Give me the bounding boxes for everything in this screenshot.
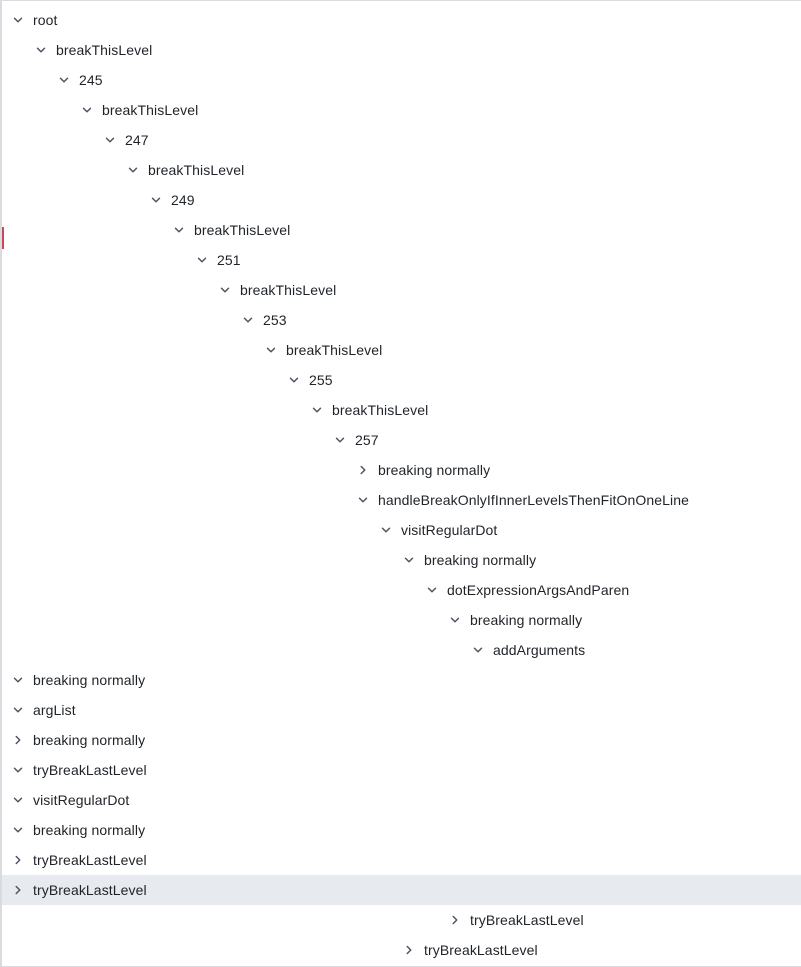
tree-row-label: breaking normally	[33, 732, 146, 748]
tree-row-label: breakThisLevel	[240, 282, 337, 298]
chevron-down-icon[interactable]	[355, 492, 371, 508]
tree-row[interactable]: 249	[2, 185, 801, 215]
tree-row-label: 247	[125, 132, 149, 148]
chevron-down-icon[interactable]	[102, 132, 118, 148]
chevron-down-icon[interactable]	[56, 72, 72, 88]
tree-row[interactable]: 257	[2, 425, 801, 455]
tree-row-label: breaking normally	[33, 672, 146, 688]
tree-row-label: breakThisLevel	[56, 42, 153, 58]
tree-row-label: breakThisLevel	[102, 102, 199, 118]
chevron-down-icon[interactable]	[240, 312, 256, 328]
tree-row[interactable]: breakThisLevel	[2, 335, 801, 365]
tree-row[interactable]: breakThisLevel	[2, 155, 801, 185]
tree-row-label: tryBreakLastLevel	[424, 942, 538, 958]
chevron-down-icon[interactable]	[217, 282, 233, 298]
tree-row-label: 253	[263, 312, 287, 328]
tree-row[interactable]: visitRegularDot	[2, 515, 801, 545]
chevron-down-icon[interactable]	[424, 582, 440, 598]
tree-row[interactable]: breakThisLevel	[2, 35, 801, 65]
tree-row-label: breaking normally	[424, 552, 537, 568]
tree-row-label: tryBreakLastLevel	[33, 852, 147, 868]
tree-row-label: 255	[309, 372, 333, 388]
tree-row[interactable]: 247	[2, 125, 801, 155]
tree-row[interactable]: 245	[2, 65, 801, 95]
tree-row[interactable]: tryBreakLastLevel	[2, 875, 801, 905]
tree-row-label: breaking normally	[470, 612, 583, 628]
chevron-down-icon[interactable]	[148, 192, 164, 208]
chevron-down-icon[interactable]	[10, 672, 26, 688]
chevron-down-icon[interactable]	[194, 252, 210, 268]
tree-row[interactable]: 251	[2, 245, 801, 275]
tree-row[interactable]: breakThisLevel	[2, 395, 801, 425]
chevron-down-icon[interactable]	[309, 402, 325, 418]
tree-row-label: 245	[79, 72, 103, 88]
tree-row-label: breakThisLevel	[286, 342, 383, 358]
tree-row-label: breakThisLevel	[332, 402, 429, 418]
chevron-right-icon[interactable]	[10, 852, 26, 868]
tree-row[interactable]: breakThisLevel	[2, 215, 801, 245]
tree-row-label: breakThisLevel	[194, 222, 291, 238]
chevron-down-icon[interactable]	[470, 642, 486, 658]
tree-row-label: argList	[33, 702, 76, 718]
tree-row[interactable]: 253	[2, 305, 801, 335]
tree-row[interactable]: breaking normally	[2, 605, 801, 635]
call-tree: root breakThisLevel 245 breakThisLevel 247 br…	[2, 5, 801, 965]
tree-row-label: breaking normally	[378, 462, 491, 478]
tree-row[interactable]: addArguments	[2, 635, 801, 665]
chevron-down-icon[interactable]	[401, 552, 417, 568]
chevron-down-icon[interactable]	[378, 522, 394, 538]
tree-row[interactable]: breaking normally	[2, 815, 801, 845]
tree-row[interactable]: breaking normally	[2, 455, 801, 485]
tree-row[interactable]: tryBreakLastLevel	[2, 935, 801, 965]
tree-row-label: visitRegularDot	[401, 522, 498, 538]
tree-row[interactable]: root	[2, 5, 801, 35]
tree-row-label: addArguments	[493, 642, 586, 658]
chevron-right-icon[interactable]	[447, 912, 463, 928]
tree-row[interactable]: tryBreakLastLevel	[2, 905, 801, 935]
chevron-down-icon[interactable]	[10, 702, 26, 718]
chevron-right-icon[interactable]	[355, 462, 371, 478]
tree-row-label: dotExpressionArgsAndParen	[447, 582, 630, 598]
tree-row-label: root	[33, 12, 58, 28]
tree-row-label: visitRegularDot	[33, 792, 130, 808]
chevron-down-icon[interactable]	[10, 822, 26, 838]
tree-row[interactable]: breaking normally	[2, 725, 801, 755]
edge-accent-mark	[2, 227, 4, 249]
tree-row-label: 249	[171, 192, 195, 208]
tree-row[interactable]: handleBreakOnlyIfInnerLevelsThenFitOnOne…	[2, 485, 801, 515]
tree-row[interactable]: breaking normally	[2, 545, 801, 575]
tree-row-label: 257	[355, 432, 379, 448]
chevron-down-icon[interactable]	[10, 12, 26, 28]
tree-row-label: tryBreakLastLevel	[33, 882, 147, 898]
chevron-down-icon[interactable]	[286, 372, 302, 388]
tree-row[interactable]: breakThisLevel	[2, 95, 801, 125]
tree-row[interactable]: tryBreakLastLevel	[2, 755, 801, 785]
chevron-down-icon[interactable]	[33, 42, 49, 58]
chevron-down-icon[interactable]	[171, 222, 187, 238]
chevron-right-icon[interactable]	[10, 732, 26, 748]
tree-row[interactable]: argList	[2, 695, 801, 725]
tree-row[interactable]: breaking normally	[2, 665, 801, 695]
chevron-down-icon[interactable]	[125, 162, 141, 178]
chevron-down-icon[interactable]	[332, 432, 348, 448]
chevron-down-icon[interactable]	[10, 792, 26, 808]
chevron-down-icon[interactable]	[10, 762, 26, 778]
tree-row-label: breakThisLevel	[148, 162, 245, 178]
tree-row[interactable]: 255	[2, 365, 801, 395]
chevron-right-icon[interactable]	[401, 942, 417, 958]
tree-row-label: 251	[217, 252, 241, 268]
tree-row-label: handleBreakOnlyIfInnerLevelsThenFitOnOne…	[378, 492, 690, 508]
chevron-down-icon[interactable]	[263, 342, 279, 358]
tree-row-label: tryBreakLastLevel	[470, 912, 584, 928]
tree-row-label: tryBreakLastLevel	[33, 762, 147, 778]
tree-row[interactable]: breakThisLevel	[2, 275, 801, 305]
tree-row[interactable]: visitRegularDot	[2, 785, 801, 815]
tree-row[interactable]: dotExpressionArgsAndParen	[2, 575, 801, 605]
chevron-right-icon[interactable]	[10, 882, 26, 898]
tree-row[interactable]: tryBreakLastLevel	[2, 845, 801, 875]
chevron-down-icon[interactable]	[447, 612, 463, 628]
tree-row-label: breaking normally	[33, 822, 146, 838]
chevron-down-icon[interactable]	[79, 102, 95, 118]
